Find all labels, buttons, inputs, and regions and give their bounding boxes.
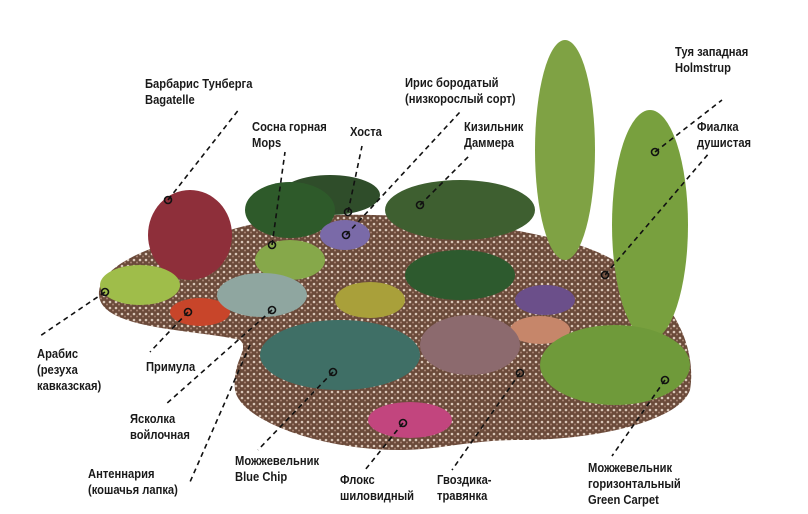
blue-chip-plant xyxy=(260,320,420,390)
label-line: (резуха xyxy=(37,362,78,377)
cerastium-plant xyxy=(217,273,307,317)
label-iris: Ирис бородатый(низкорослый сорт) xyxy=(405,75,515,107)
label-hosta: Хоста xyxy=(350,124,382,140)
label-line: кавказская) xyxy=(37,378,102,393)
label-line: горизонтальный xyxy=(588,476,681,491)
label-line: душистая xyxy=(697,135,752,150)
label-line: Blue Chip xyxy=(235,469,288,484)
leader-lines xyxy=(39,99,723,483)
label-line: травянка xyxy=(437,488,488,503)
label-antennaria: Антеннария(кошачья лапка) xyxy=(88,466,178,498)
label-line: Holmstrup xyxy=(675,60,731,75)
dianthus-plant xyxy=(420,315,520,375)
label-primula: Примула xyxy=(146,359,195,375)
hosta-plant xyxy=(255,240,325,280)
rock xyxy=(510,316,570,344)
label-line: Можжевельник xyxy=(588,460,673,475)
label-line: Bagatelle xyxy=(145,92,195,107)
thuja-tree-right xyxy=(612,110,688,340)
cotoneaster-plant xyxy=(385,180,535,240)
label-line: шиловидный xyxy=(340,488,415,503)
label-line: Примула xyxy=(146,359,196,374)
label-line: (кошачья лапка) xyxy=(88,482,178,497)
label-dianthus: Гвоздика-травянка xyxy=(437,472,492,504)
barberry-plant xyxy=(148,190,232,280)
yellow-plant xyxy=(335,282,405,318)
label-line: Арабис xyxy=(37,346,79,361)
label-line: войлочная xyxy=(130,427,190,442)
dark-shrub xyxy=(405,250,515,300)
label-line: Туя западная xyxy=(675,44,749,59)
thuja-tree-left xyxy=(535,40,595,260)
label-line: Можжевельник xyxy=(235,453,320,468)
arabis-plant xyxy=(100,265,180,305)
phlox-plant xyxy=(368,402,452,438)
marker-dots xyxy=(100,147,670,428)
label-line: Барбарис Тунберга xyxy=(145,76,253,91)
label-line: Кизильник xyxy=(464,119,524,134)
iris-plant xyxy=(320,220,370,250)
primula-plant xyxy=(170,298,230,326)
label-line: (низкорослый сорт) xyxy=(405,91,516,106)
label-line: Гвоздика- xyxy=(437,472,492,487)
label-line: Сосна горная xyxy=(252,119,327,134)
label-line: Green Carpet xyxy=(588,492,659,507)
label-line: Флокс xyxy=(340,472,375,487)
pine-plant xyxy=(245,182,335,238)
label-line: Ясколка xyxy=(130,411,176,426)
label-line: Хоста xyxy=(350,124,382,139)
label-line: Mops xyxy=(252,135,282,150)
label-line: Фиалка xyxy=(697,119,739,134)
green-carpet-plant xyxy=(540,325,690,405)
label-line: Антеннария xyxy=(88,466,155,481)
violet-plant xyxy=(515,285,575,315)
label-line: Ирис бородатый xyxy=(405,75,499,90)
label-line: Даммера xyxy=(464,135,515,150)
